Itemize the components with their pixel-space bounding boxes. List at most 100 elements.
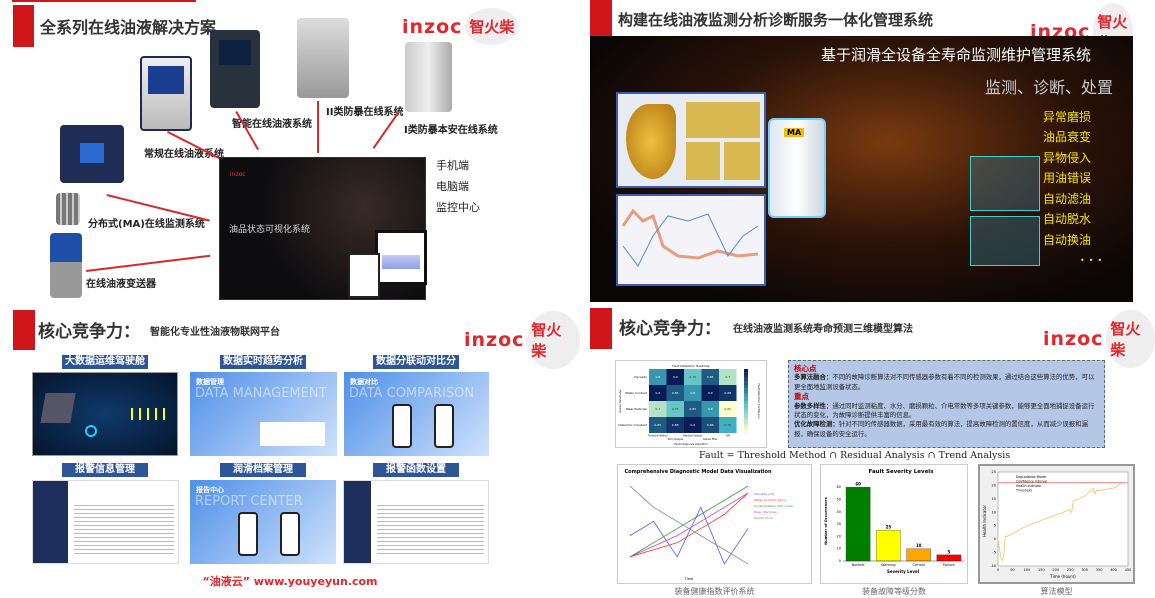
screenshot-data-management[interactable]: 数据管理 DATA MANAGEMENT (190, 372, 337, 456)
dashboard-preview: inzoc 油品状态可视化系统 (219, 157, 427, 300)
notes-box: 核心点 多算法融合：不同的故障诊断算法对不同传感器参数有着不同的检测效果，通过结… (788, 360, 1105, 448)
bar (845, 487, 871, 562)
colorbar-segment (744, 378, 748, 382)
bar-strip (131, 408, 171, 420)
x-tick-label: Residual Analysis (683, 435, 703, 438)
phone-mockup (392, 404, 412, 448)
caption: 装备健康指数评价系统 (674, 587, 755, 596)
feature-item: 异常磨损 (1043, 110, 1092, 124)
chart-title: Fault Detection Heatmap (672, 364, 710, 368)
y-tick-label: 10 (992, 510, 996, 514)
legend-entry: Viscosity (cP) (754, 492, 774, 496)
feature-item: 油品衰变 (1043, 130, 1092, 144)
slide-title: 全系列在线油液解决方案 (40, 18, 217, 37)
screenshot-alarm-functions[interactable] (343, 480, 489, 564)
screenshot-report-center[interactable]: 报告中心 REPORT CENTER (190, 480, 336, 564)
colorbar-segment (744, 381, 748, 386)
colorbar-segment (744, 404, 748, 408)
cell-label: 0.75 (672, 407, 679, 411)
x-axis-label: Severity Level (887, 569, 920, 574)
slide-title: 核心竞争力： (619, 319, 721, 339)
diagnostic-line-chart: Comprehensive Diagnostic Model Data Visu… (617, 464, 812, 584)
shot-heading: 报告中心 (196, 486, 224, 494)
product-image-standard (140, 56, 192, 131)
feature-item: 自动脱水 (1043, 212, 1092, 226)
y-axis-label: Number of Occurrences (824, 497, 828, 545)
screenshot-alarm-management[interactable] (32, 480, 179, 564)
title-accent (13, 5, 34, 47)
legend-entry: Health Indicator (1016, 484, 1042, 488)
y-tick-label: 0 (994, 537, 996, 541)
x-tick-label: 300 (1081, 568, 1088, 572)
spectrum-line (621, 208, 759, 267)
cell-label: 0.7 (725, 375, 730, 379)
x-tick-label: 400 (1110, 568, 1117, 572)
legend-entry: Degradation Model (1016, 475, 1046, 479)
x-tick-label: 100 (1024, 568, 1031, 572)
colorbar-segment (744, 429, 748, 434)
caption: 算法模型 (1040, 587, 1073, 596)
y-tick-label: Viscosity (634, 375, 647, 379)
feature-item: 自动滤油 (1043, 192, 1092, 206)
colorbar-segment (744, 407, 748, 411)
notes-heading-key: 重点 (794, 392, 809, 402)
y-tick-label: 0 (839, 559, 841, 563)
heatmap-cell (719, 401, 737, 417)
label-class1: I类防暴本安在线系统 (404, 125, 498, 136)
label-transmitter: 在线油液变送器 (86, 279, 156, 290)
y-tick-label: -10 (990, 564, 996, 568)
heatmap-cell (684, 369, 702, 385)
colorbar-segment (744, 372, 748, 376)
oil-drop-image (626, 104, 676, 179)
hud-trend-panel (970, 156, 1040, 211)
title-accent (13, 310, 35, 350)
cell-label: 0.8 (690, 391, 695, 395)
heatmap-cell (666, 385, 684, 401)
particle-image (686, 102, 760, 138)
slide-subtitle: 在线油液监测系统寿命预测三维模型算法 (733, 324, 913, 335)
shot-heading: 数据对比 (350, 378, 378, 386)
label-class2: II类防暴在线系统 (326, 107, 404, 118)
colorbar-segment (744, 397, 748, 402)
x-tick-label: Threshold Method (648, 435, 668, 438)
cell-label: 0.75 (689, 375, 696, 379)
website-footer[interactable]: “油液云” www.youyeyun.com (202, 575, 378, 588)
cell-label: 0.9 (655, 391, 660, 395)
y-axis-label: Health Indicator (982, 505, 987, 537)
heatmap-cell (649, 401, 667, 417)
x-tick-label: Failure (943, 563, 955, 567)
hero-image: MA 基于润滑全设备全寿命监测维护管理系统 监测、诊断、处置 异常磨损 油品衰变… (590, 36, 1133, 302)
y-tick-label: Dielectric Constant (618, 423, 647, 427)
screenshot-cockpit[interactable] (32, 372, 178, 456)
bar-label: 10 (916, 543, 922, 548)
shot-watermark: REPORT CENTER (195, 494, 303, 509)
product-image-smart (210, 30, 260, 108)
top-rule (12, 0, 196, 2)
x-tick-label: 350 (1096, 568, 1103, 572)
x-axis-label: Time (hours) (1049, 574, 1076, 579)
heatmap-cell (719, 369, 737, 385)
panel-title: 报警函数设置 (373, 463, 459, 477)
bar-label: 5 (947, 549, 950, 554)
screenshot-data-comparison[interactable]: 数据对比 DATA COMPARISON (344, 372, 489, 456)
cell-label: 0.85 (707, 375, 714, 379)
monitor-mockup (375, 230, 427, 285)
x-tick-label: 0 (997, 568, 999, 572)
heatmap-cell (649, 385, 667, 401)
panel-title: 润滑档案管理 (220, 463, 306, 477)
heatmap-cell (684, 401, 702, 417)
cell-label: 0.9 (673, 375, 678, 379)
heatmap-cell (649, 369, 667, 385)
heatmap-cell (649, 417, 667, 433)
spectrum-chart-panel (616, 194, 766, 286)
x-tick-label: Trend Analysis (667, 438, 684, 441)
heatmap-cell (701, 369, 719, 385)
feature-item: 用油错误 (1043, 171, 1092, 185)
y-tick-label: 60 (837, 485, 841, 489)
colorbar-segment (744, 385, 748, 389)
